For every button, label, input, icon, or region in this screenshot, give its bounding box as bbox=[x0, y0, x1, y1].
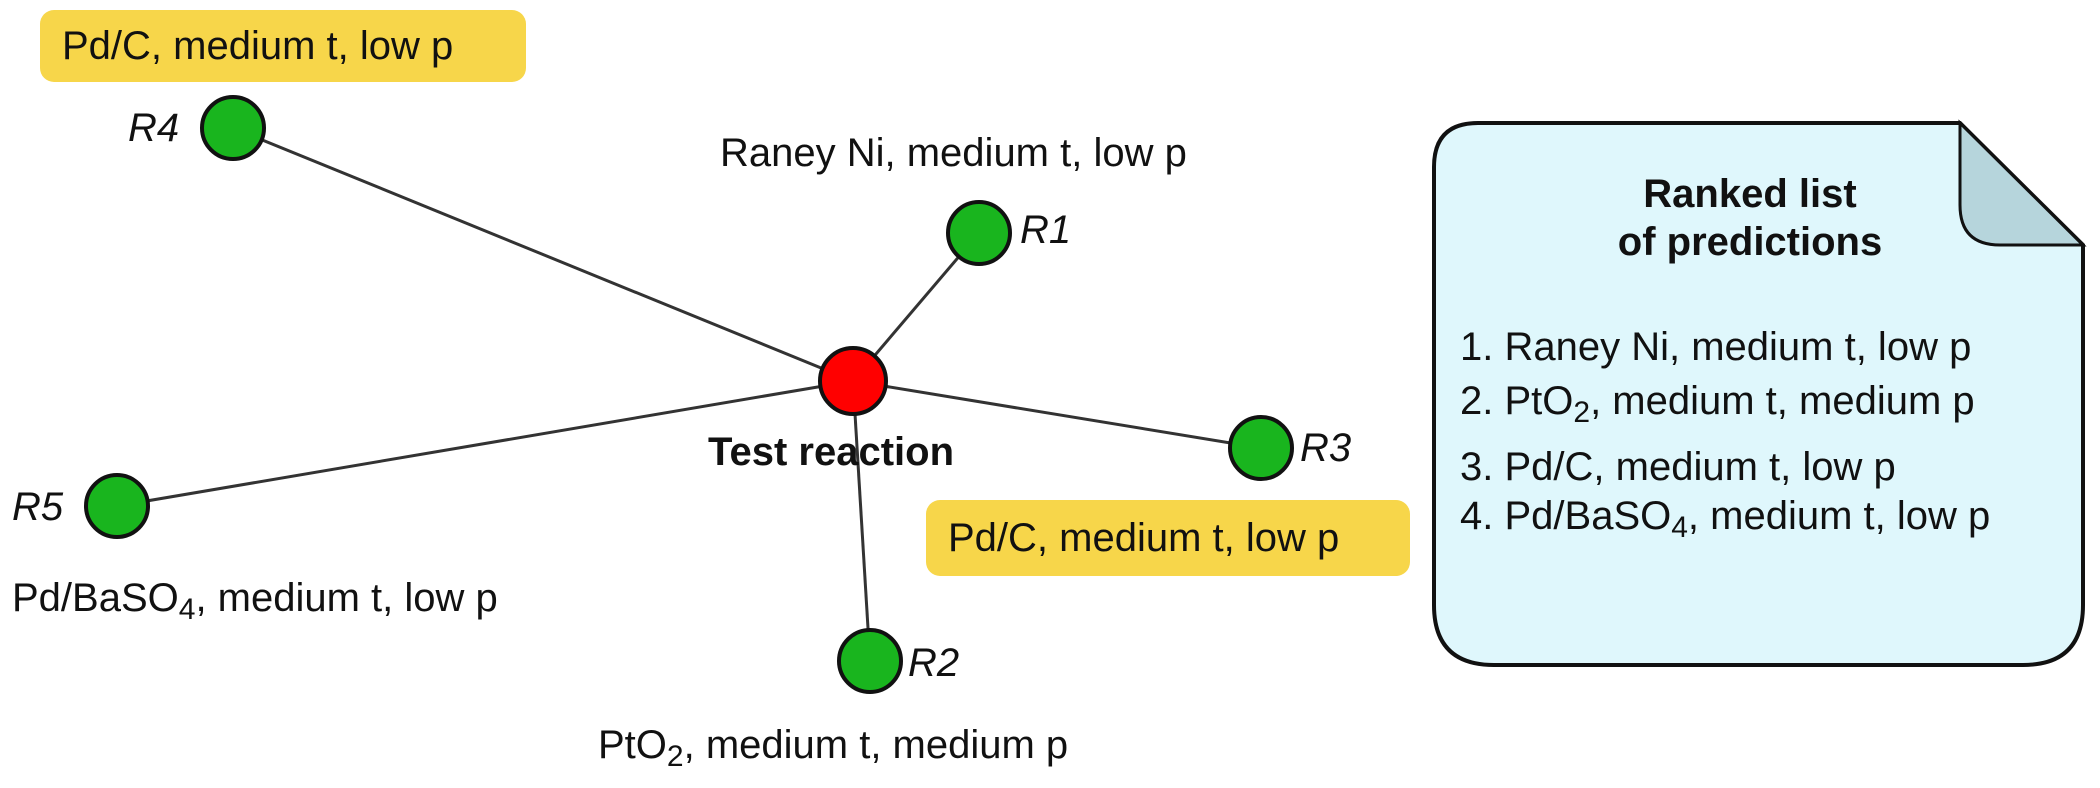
node-label-r2: R2 bbox=[908, 641, 960, 685]
ranked-list-title-line1: Ranked list bbox=[1643, 172, 1857, 216]
ranked-list-card bbox=[1432, 121, 2085, 667]
ranked-list-item-4: 4. Pd/BaSO4, medium t, low p bbox=[1460, 494, 1991, 543]
ranked-list-item-3: 3. Pd/C, medium t, low p bbox=[1460, 445, 1896, 489]
ranked-list-item-4-sub: 4 bbox=[1671, 511, 1688, 544]
node-r5 bbox=[84, 473, 150, 539]
condition-r2-post: , medium t, medium p bbox=[683, 723, 1069, 767]
condition-r5-post: , medium t, low p bbox=[195, 576, 498, 620]
ranked-list-item-2-post: , medium t, medium p bbox=[1590, 379, 1975, 423]
node-label-r1: R1 bbox=[1020, 208, 1072, 252]
edge-test-r4 bbox=[232, 126, 854, 383]
edge-test-r2 bbox=[851, 380, 872, 662]
node-label-r4: R4 bbox=[128, 106, 180, 150]
node-r1 bbox=[946, 200, 1012, 266]
condition-r4-highlight: Pd/C, medium t, low p bbox=[40, 10, 526, 82]
node-label-r3: R3 bbox=[1300, 426, 1352, 470]
ranked-list-item-4-pre: 4. Pd/BaSO bbox=[1460, 494, 1672, 538]
condition-r4-text: Pd/C, medium t, low p bbox=[62, 23, 454, 68]
ranked-list-item-1: 1. Raney Ni, medium t, low p bbox=[1460, 325, 1972, 369]
condition-r2-pre: PtO bbox=[598, 723, 667, 767]
condition-r5-sub: 4 bbox=[178, 593, 196, 626]
condition-r2-text: PtO2, medium t, medium p bbox=[598, 723, 1069, 772]
folded-corner bbox=[1958, 119, 2087, 247]
condition-r5-text: Pd/BaSO4, medium t, low p bbox=[12, 576, 498, 625]
node-label-r5: R5 bbox=[12, 485, 64, 529]
ranked-list-item-2-sub: 2 bbox=[1573, 396, 1591, 429]
node-test-reaction bbox=[818, 346, 888, 416]
condition-r1-text: Raney Ni, medium t, low p bbox=[720, 131, 1187, 175]
node-r4 bbox=[200, 95, 266, 161]
condition-r3-text: Pd/C, medium t, low p bbox=[948, 515, 1340, 560]
test-reaction-label: Test reaction bbox=[708, 430, 954, 474]
condition-r3-highlight: Pd/C, medium t, low p bbox=[926, 500, 1410, 576]
edge-test-r5 bbox=[116, 379, 854, 508]
condition-r5-pre: Pd/BaSO bbox=[12, 576, 179, 620]
node-r2 bbox=[837, 628, 903, 694]
edge-test-r3 bbox=[852, 379, 1262, 450]
ranked-list-item-4-post: , medium t, low p bbox=[1687, 494, 1991, 538]
ranked-list-title: Ranked list of predictions bbox=[1560, 170, 1940, 266]
node-r3 bbox=[1228, 415, 1294, 481]
ranked-list-item-2-pre: 2. PtO bbox=[1460, 379, 1574, 423]
ranked-list-title-line2: of predictions bbox=[1617, 220, 1883, 264]
ranked-list-item-2: 2. PtO2, medium t, medium p bbox=[1460, 379, 1975, 428]
condition-r2-sub: 2 bbox=[666, 740, 684, 773]
